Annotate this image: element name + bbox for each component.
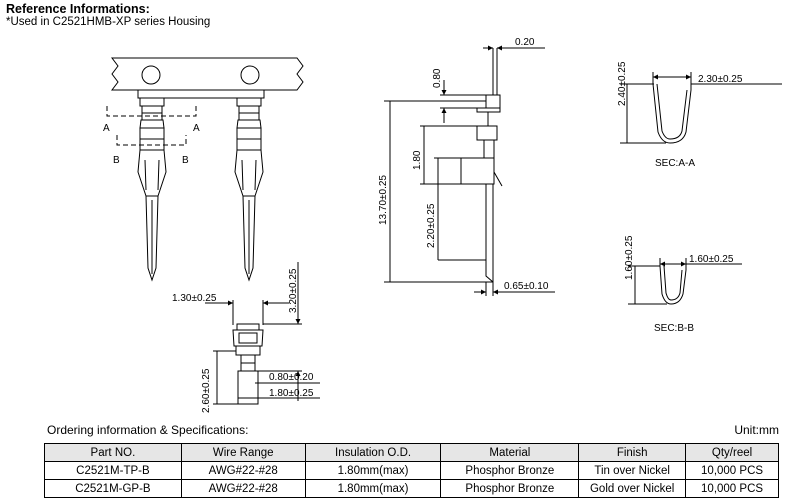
cell-qty-reel: 10,000 PCS — [685, 479, 779, 498]
terminal-front-view-2 — [234, 97, 264, 282]
cell-finish: Gold over Nickel — [578, 479, 687, 498]
terminal-side-view — [384, 45, 555, 296]
table-row: C2521M-TP-B AWG#22-#28 1.80mm(max) Phosp… — [44, 461, 779, 480]
cell-part-no: C2521M-GP-B — [44, 479, 182, 498]
dim-total-length: 13.70±0.25 — [378, 175, 389, 225]
table-header-row: Part NO. Wire Range Insulation O.D. Mate… — [44, 443, 779, 462]
dim-insulation: 2.20±0.25 — [426, 203, 437, 248]
dim-thickness: 0.20 — [515, 37, 535, 48]
terminal-detail-view — [205, 262, 320, 405]
sec-a-label: SEC:A-A — [655, 158, 695, 169]
dim-body-height: 2.60±0.25 — [201, 368, 212, 413]
dim-sec-a-width: 2.30±0.25 — [698, 74, 743, 85]
ordering-spec-table: Part NO. Wire Range Insulation O.D. Mate… — [44, 443, 779, 498]
dim-lower-height: 3.20±0.25 — [288, 268, 299, 313]
section-a-a-view — [620, 72, 782, 144]
section-a-right: A — [193, 123, 200, 134]
dim-sec-b-height: 1.60±0.25 — [624, 235, 635, 280]
cell-part-no: C2521M-TP-B — [44, 461, 182, 480]
section-b-b-view — [628, 258, 742, 305]
carrier-strip — [111, 57, 304, 99]
dim-contact-width: 0.80±0.20 — [269, 372, 314, 383]
section-b-right: B — [182, 155, 189, 166]
cell-insulation-od: 1.80mm(max) — [304, 479, 442, 498]
section-cut-lines — [106, 106, 197, 146]
section-b-left: B — [113, 155, 120, 166]
cell-insulation-od: 1.80mm(max) — [304, 461, 442, 480]
housing-note: *Used in C2521HMB-XP series Housing — [6, 16, 211, 28]
section-a-left: A — [103, 123, 110, 134]
col-qty-reel: Qty/reel — [685, 443, 779, 462]
dim-sec-a-height: 2.40±0.25 — [617, 61, 628, 106]
terminal-front-view-1 — [137, 97, 167, 282]
dim-tail: 0.65±0.10 — [504, 281, 549, 292]
dim-top: 0.80 — [432, 68, 443, 88]
col-material: Material — [440, 443, 580, 462]
table-row: C2521M-GP-B AWG#22-#28 1.80mm(max) Phosp… — [44, 479, 779, 498]
col-part-no: Part NO. — [44, 443, 182, 462]
col-insulation-od: Insulation O.D. — [304, 443, 442, 462]
cell-material: Phosphor Bronze — [440, 461, 580, 480]
unit-label: Unit:mm — [734, 423, 779, 437]
terminal-technical-drawing: A A B B 1.30±0.25 3.20±0.25 0.80±0.20 1.… — [103, 37, 782, 413]
ordering-title: Ordering information & Specifications: — [47, 423, 249, 437]
sec-b-label: SEC:B-B — [654, 323, 694, 334]
col-wire-range: Wire Range — [180, 443, 306, 462]
cell-qty-reel: 10,000 PCS — [685, 461, 779, 480]
dim-body-width: 1.80±0.25 — [269, 388, 314, 399]
reference-title: Reference Informations: — [6, 2, 150, 16]
col-finish: Finish — [578, 443, 687, 462]
dim-pin-width: 1.30±0.25 — [172, 293, 217, 304]
dim-sec-b-width: 1.60±0.25 — [689, 254, 734, 265]
cell-wire-range: AWG#22-#28 — [180, 461, 306, 480]
dim-crimp: 1.80 — [412, 150, 423, 170]
cell-finish: Tin over Nickel — [578, 461, 687, 480]
cell-wire-range: AWG#22-#28 — [180, 479, 306, 498]
cell-material: Phosphor Bronze — [440, 479, 580, 498]
